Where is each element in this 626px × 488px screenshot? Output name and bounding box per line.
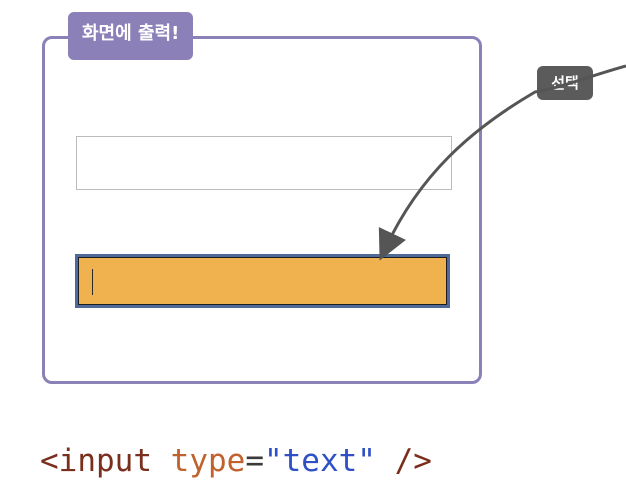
code-equals: = [245,443,264,479]
frame-title: 화면에 출력! [68,12,194,60]
code-tag-close: /> [394,443,432,479]
code-attribute: type [170,443,246,479]
output-frame [42,36,482,384]
code-snippet: <input type="text" /> [40,442,432,480]
code-value: "text" [263,443,376,479]
code-tag-open: <input [40,443,152,479]
focused-text-input[interactable] [75,254,450,308]
plain-text-input[interactable] [76,136,452,190]
text-caret [92,269,93,295]
select-badge: 선택 [537,66,593,100]
